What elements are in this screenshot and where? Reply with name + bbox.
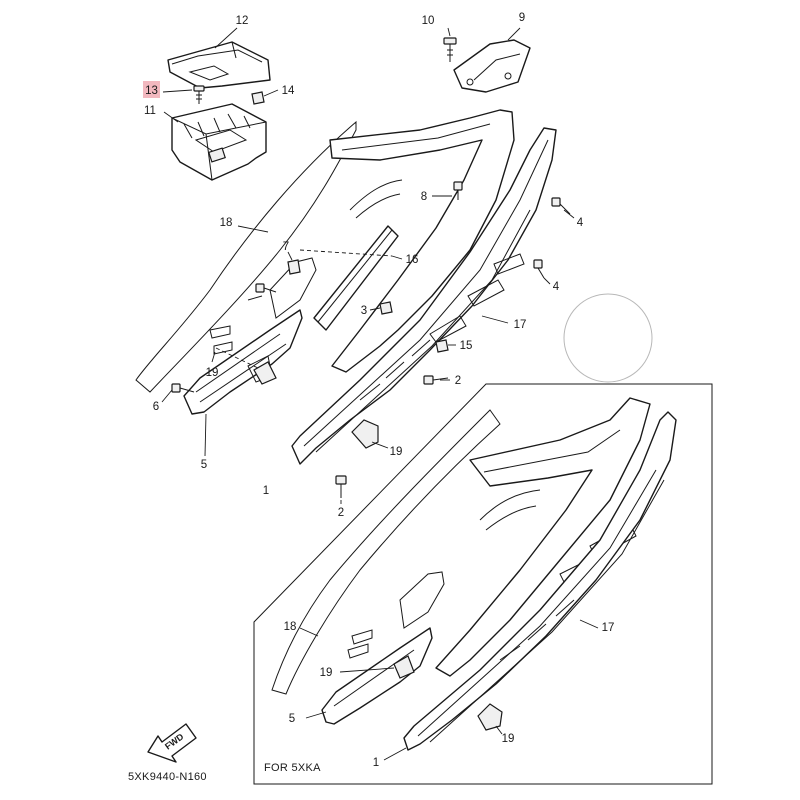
callout-8: 8 bbox=[421, 191, 427, 203]
reference-circle bbox=[563, 293, 653, 383]
callout-5: 5 bbox=[201, 459, 207, 471]
callout-15: 15 bbox=[460, 340, 473, 352]
callout-5b: 5 bbox=[289, 713, 295, 725]
part-11-battery-box bbox=[171, 103, 267, 181]
callout-18b: 18 bbox=[284, 621, 297, 633]
callout-13: 13 bbox=[145, 85, 158, 97]
part-4-bolt-b bbox=[533, 259, 545, 279]
diagram-code: 5XK9440-N160 bbox=[128, 771, 207, 783]
fwd-arrow-icon bbox=[147, 723, 197, 763]
callout-19b: 19 bbox=[390, 446, 403, 458]
callout-17b: 17 bbox=[602, 622, 615, 634]
part-13-screw bbox=[193, 85, 205, 104]
part-6-screw-b bbox=[255, 283, 277, 293]
part-18-inner-panel-upper bbox=[135, 120, 357, 393]
variant-label: FOR 5XKA bbox=[264, 762, 321, 774]
variant-frame bbox=[253, 383, 713, 785]
callout-17: 17 bbox=[514, 319, 527, 331]
callout-2b: 2 bbox=[338, 507, 344, 519]
part-16-strip bbox=[313, 225, 399, 331]
part-6-screw bbox=[171, 383, 195, 393]
part-12-cover bbox=[167, 41, 271, 89]
callout-12: 12 bbox=[236, 15, 249, 27]
callout-18: 18 bbox=[220, 217, 233, 229]
part-9-rear-bracket bbox=[453, 39, 531, 93]
part-8-bolt bbox=[453, 181, 463, 200]
part-10-bolt bbox=[443, 37, 457, 62]
part-1-right-side-cover bbox=[291, 127, 557, 465]
callout-14: 14 bbox=[282, 85, 295, 97]
callout-16: 16 bbox=[406, 254, 419, 266]
callout-11: 11 bbox=[144, 105, 156, 117]
callout-19a: 19 bbox=[206, 367, 219, 379]
part-19-grommet-left bbox=[253, 361, 277, 385]
variant-part-19-a bbox=[393, 655, 415, 679]
callout-1b: 1 bbox=[373, 757, 379, 769]
callout-7: 7 bbox=[283, 241, 289, 253]
callout-13-highlight bbox=[143, 81, 160, 98]
callout-4a: 4 bbox=[577, 217, 584, 229]
part-2-screw-a bbox=[423, 375, 449, 385]
part-3-clip bbox=[379, 301, 393, 315]
part-4-bolt-a bbox=[551, 197, 571, 215]
variant-part-5-cover bbox=[321, 571, 445, 725]
callout-9: 9 bbox=[519, 12, 525, 24]
callout-6: 6 bbox=[153, 401, 159, 413]
variant-part-1-cover bbox=[403, 411, 677, 751]
part-15-nut bbox=[435, 339, 449, 353]
part-7-clip bbox=[287, 259, 301, 275]
part-14-clip bbox=[251, 91, 265, 105]
callout-2a: 2 bbox=[455, 375, 461, 387]
part-2-screw-b bbox=[335, 475, 347, 498]
callout-1: 1 bbox=[263, 485, 269, 497]
callout-19c: 19 bbox=[320, 667, 333, 679]
part-19-grommet-upper bbox=[351, 419, 379, 449]
callout-19d: 19 bbox=[502, 733, 515, 745]
variant-part-19-b bbox=[477, 703, 503, 731]
callout-10: 10 bbox=[422, 15, 435, 27]
part-17-body-panel bbox=[329, 109, 525, 373]
variant-part-18-panel bbox=[271, 409, 501, 695]
callout-3: 3 bbox=[361, 305, 367, 317]
callout-4b: 4 bbox=[553, 281, 560, 293]
